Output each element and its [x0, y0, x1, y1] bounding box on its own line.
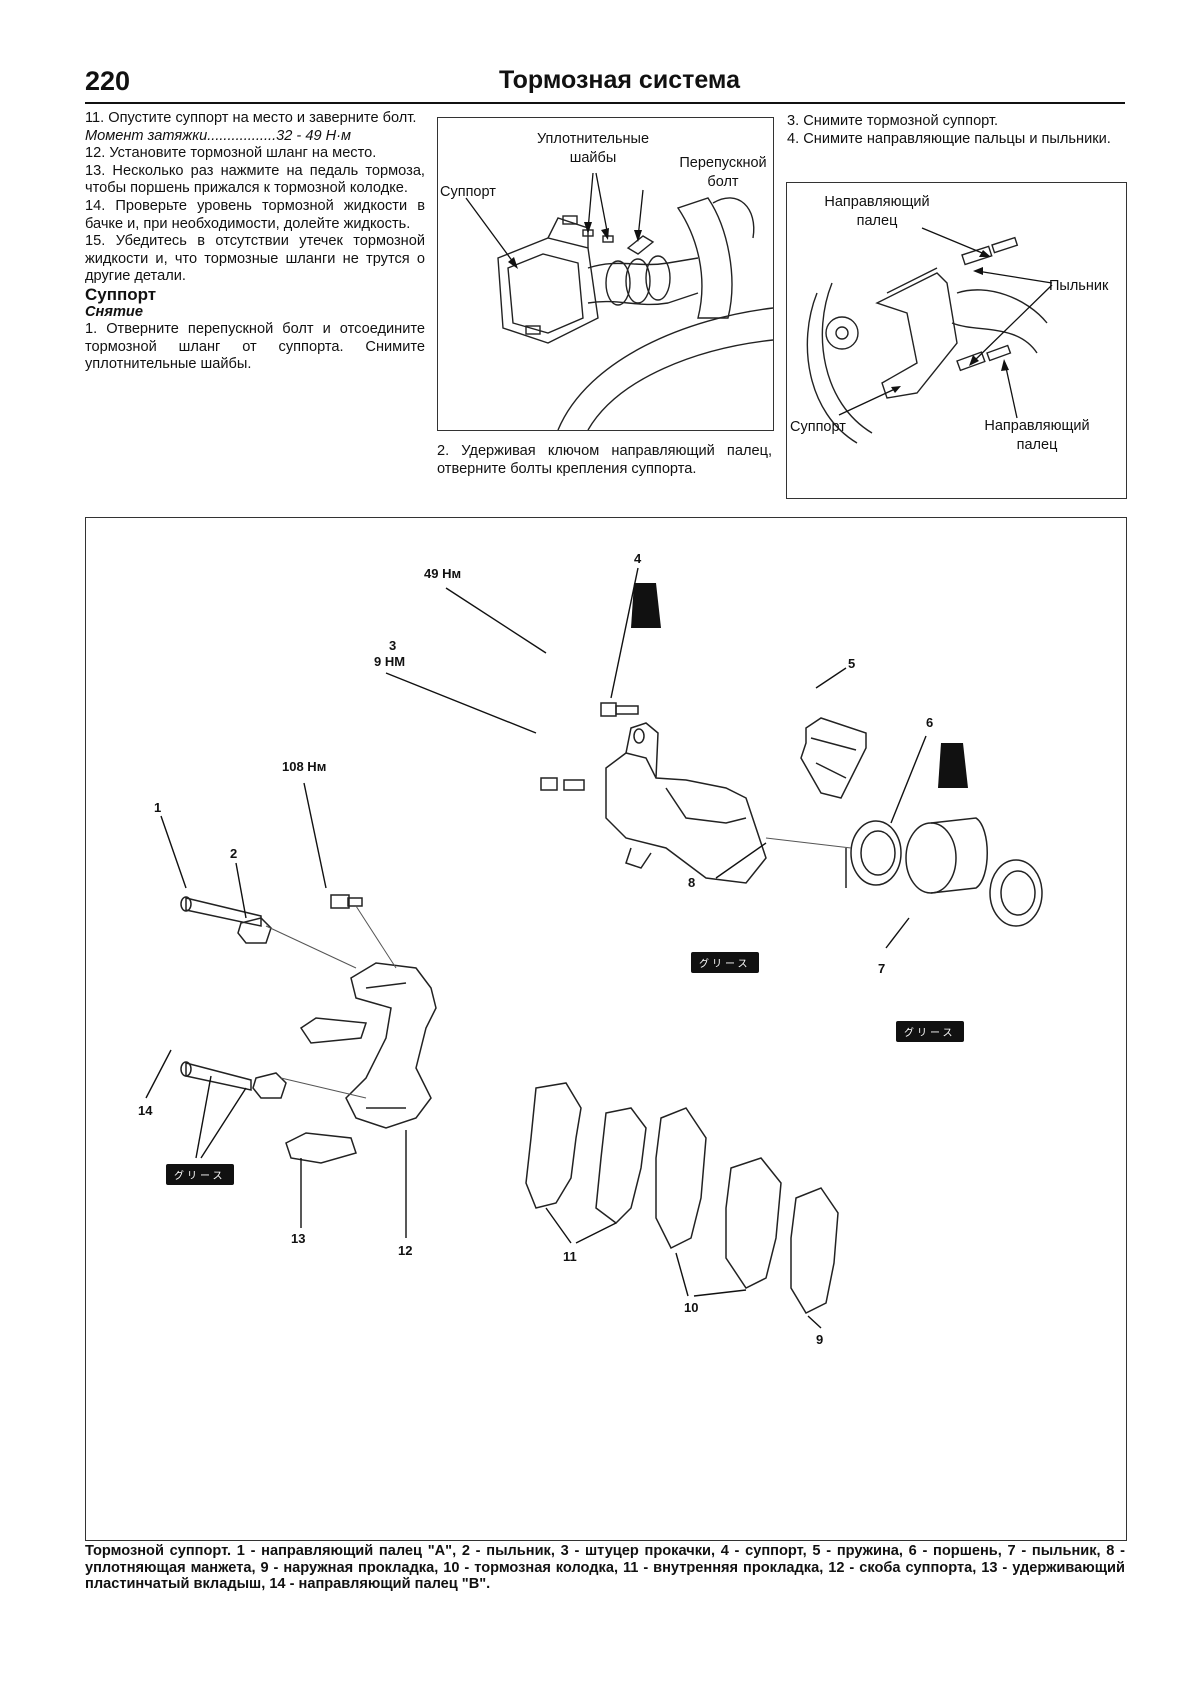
step-11: 11. Опустите суппорт на место и завернит…: [85, 110, 417, 126]
step-12: 12. Установите тормозной шланг на место.: [85, 145, 377, 162]
guide-pins-illustration: [806, 227, 1053, 444]
callout-10: 10: [684, 1300, 699, 1315]
callout-12: 12: [398, 1243, 413, 1258]
label-washers: Уплотнительные шайбы: [536, 131, 650, 166]
left-text-column: 11. Опустите суппорт на место и завернит…: [85, 110, 425, 374]
callout-2: 2: [230, 846, 238, 861]
right-text-column: 3. Снимите тормозной суппорт. 4. Снимите…: [787, 113, 1125, 148]
removal-step-1: 1. Отверните перепускной болт и отсоедин…: [85, 321, 425, 373]
torque-spec: Момент затяжки.................32 - 49 Н…: [85, 127, 352, 144]
callout-6: 6: [926, 715, 934, 730]
page-header: 220 Тормозная система: [85, 62, 1125, 104]
figure1-caption: 2. Удерживая ключом направляющий палец, …: [437, 443, 772, 477]
step-14: 14. Проверьте уровень тормозной жидкости…: [85, 197, 425, 232]
callout-3-number: 3: [389, 638, 397, 653]
callout-11: 11: [563, 1249, 577, 1264]
figure-caption: Тормозной суппорт. 1 - направляющий пале…: [85, 1543, 1125, 1592]
callout-13: 13: [291, 1231, 306, 1246]
callout-7: 7: [878, 961, 886, 976]
label-caliper-2: Суппорт: [790, 419, 846, 435]
step-13: 13. Несколько раз нажмите на педаль торм…: [85, 162, 425, 197]
callout-1: 1: [154, 800, 162, 815]
callout-4: 4: [634, 551, 642, 566]
caliper-bolt-illustration: [465, 172, 773, 430]
section-heading: Суппорт: [85, 284, 157, 304]
exploded-view-illustration: [145, 567, 1043, 1329]
grease-label-2: グリース: [896, 1021, 964, 1042]
grease-label-3: グリース: [166, 1164, 234, 1185]
label-bypass-bolt: Перепускной болт: [679, 155, 767, 190]
figure-guide-pins: Направляющий палец Пыльник Суппорт Напра…: [786, 182, 1127, 499]
section-title: Тормозная система: [498, 66, 740, 94]
grease-label-1: グリース: [691, 952, 759, 973]
torque-49: 49 Нм: [424, 566, 462, 581]
figure-exploded-caliper: 49 Нм 3 3 9 НМ 108 Нм 1 2 4 5 6 7 8 9 10…: [85, 517, 1127, 1541]
subheading-removal: Снятие: [85, 303, 143, 320]
callout-9: 9: [816, 1332, 824, 1347]
torque-108: 108 Нм: [282, 759, 327, 774]
step-3: 3. Снимите тормозной суппорт.: [787, 113, 999, 129]
label-boot: Пыльник: [1049, 278, 1109, 294]
step-4: 4. Снимите направляющие пальцы и пыльник…: [787, 130, 1111, 147]
callout-8: 8: [688, 875, 696, 890]
label-guide-pin-top: Направляющий палец: [824, 194, 930, 229]
callout-5: 5: [848, 656, 856, 671]
step-15: 15. Убедитесь в отсутствии утечек тормоз…: [85, 233, 425, 285]
label-guide-pin-bottom: Направляющий палец: [984, 418, 1090, 453]
page-number: 220: [85, 66, 131, 96]
callout-14: 14: [138, 1103, 153, 1118]
torque-9-label: 9 НМ: [374, 654, 406, 669]
figure-caliper-bolt: Уплотнительные шайбы Перепускной болт Су…: [437, 117, 774, 431]
label-caliper: Суппорт: [440, 184, 496, 200]
